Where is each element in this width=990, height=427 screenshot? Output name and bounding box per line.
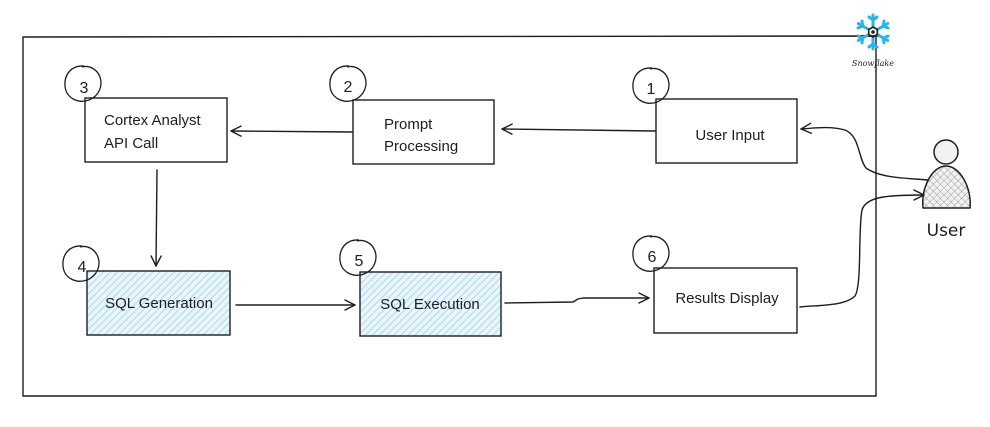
arrow-input-to-prompt [501,123,656,135]
step-sql-execution-label: SQL Execution [380,296,480,313]
arrow-prompt-to-cortex [230,125,353,137]
step-cortex-api-call-label-line1: Cortex Analyst [104,112,202,129]
step-sql-generation[interactable]: SQL Generation [86,270,231,336]
snowflake-label: Snowflake [852,59,894,68]
step-prompt-processing[interactable]: Prompt Processing [352,99,495,165]
arrow-user-to-input [800,122,929,181]
step-cortex-api-call[interactable]: Cortex Analyst API Call [84,97,228,163]
arrow-results-to-user [799,189,925,308]
step-user-input-label: User Input [695,127,765,144]
step-number-4-label: 4 [78,259,87,276]
arrow-cortex-to-sqlgen [150,169,162,267]
step-number-3: 3 [64,65,102,102]
step-results-display-label: Results Display [675,290,779,307]
step-number-3-label: 3 [80,80,89,97]
step-prompt-processing-label-line1: Prompt [384,116,433,133]
step-user-input[interactable]: User Input [655,98,798,164]
step-results-display[interactable]: Results Display [653,267,798,334]
system-boundary [22,35,877,397]
step-number-2-label: 2 [344,79,353,96]
step-sql-execution[interactable]: SQL Execution [359,271,502,337]
snowflake-logo: Snowflake [852,13,894,68]
arrow-sqlexec-to-results [504,292,650,304]
step-number-1: 1 [632,67,670,104]
step-sql-generation-label: SQL Generation [105,295,213,312]
user-label: User [927,221,966,241]
step-number-2: 2 [329,65,367,102]
step-number-5: 5 [339,239,377,276]
step-prompt-processing-label-line2: Processing [384,138,458,155]
step-number-4: 4 [62,245,100,282]
step-number-6-label: 6 [648,249,657,266]
step-number-1-label: 1 [647,81,656,98]
user-actor: User [922,139,971,241]
user-icon [922,139,971,209]
step-number-5-label: 5 [355,253,364,270]
snowflake-icon [854,13,892,51]
step-cortex-api-call-label-line2: API Call [104,135,158,152]
step-number-6: 6 [632,235,670,272]
